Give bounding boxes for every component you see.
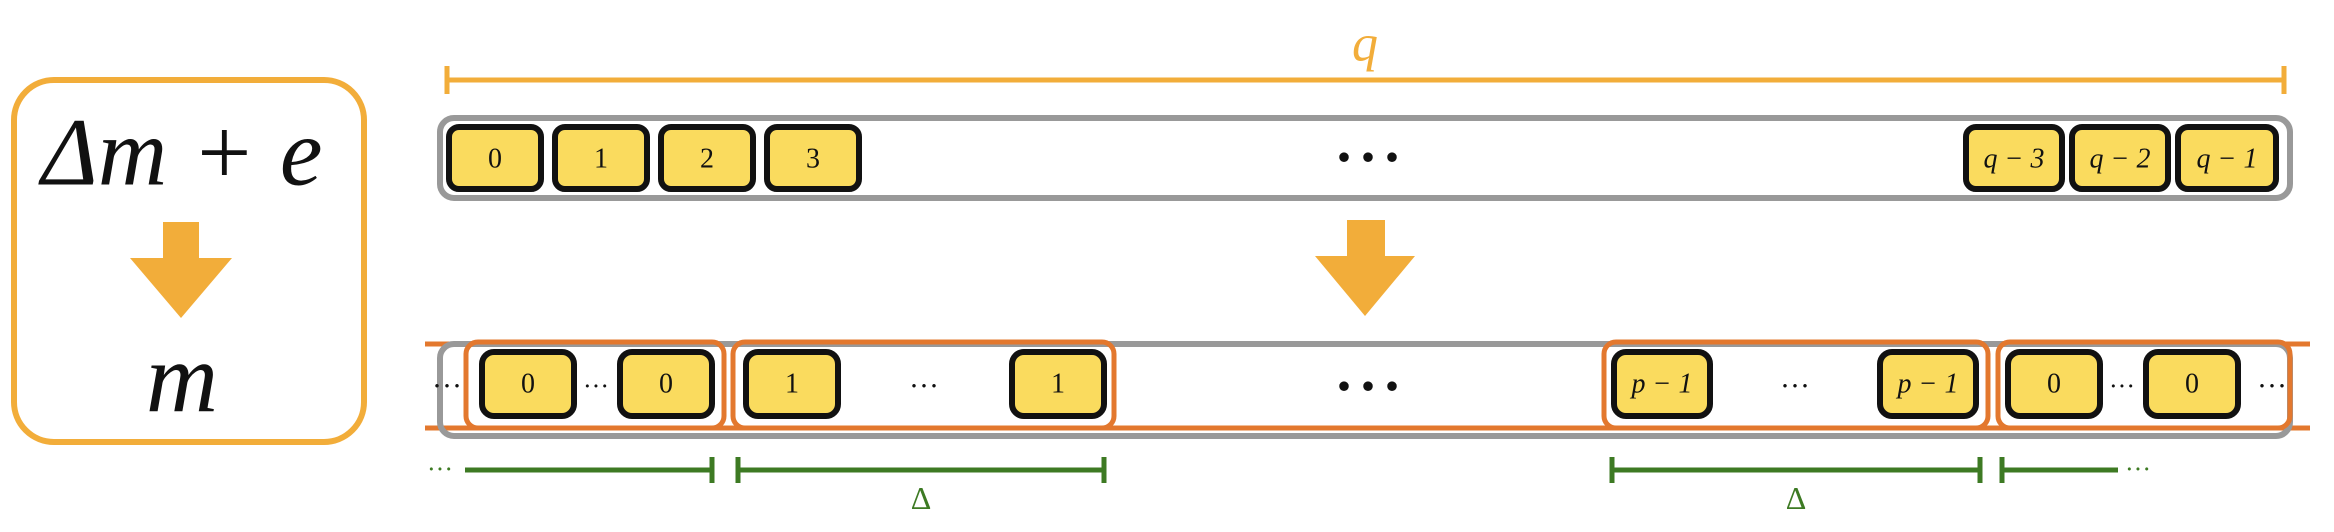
bottom-cell-label: 0 [521, 369, 535, 400]
group-frame [1601, 339, 1991, 431]
top-cell-q-minus-2: q − 2 [2069, 124, 2171, 192]
bottom-cell: 1 [743, 349, 841, 419]
legend-box: Δm + e m [11, 77, 367, 445]
top-cell-label: 0 [488, 144, 502, 175]
top-cell-label: 1 [594, 144, 608, 175]
group-mid-dots: ··· [909, 370, 939, 403]
top-cell-label: q − 3 [1984, 144, 2045, 175]
bottom-group-p-minus-1: p − 1 ··· p − 1 [1601, 339, 1991, 431]
top-cell-0: 0 [446, 124, 544, 192]
bottom-cell-label: 0 [659, 369, 673, 400]
q-span-label: q [1352, 16, 1378, 73]
top-row-frame [437, 115, 2293, 201]
top-cell-label: 2 [700, 144, 714, 175]
bottom-cell-label: p − 1 [1896, 369, 1959, 400]
bottom-group-0b: 0 ··· 0 [1995, 339, 2293, 431]
bottom-group-0a: 0 ··· 0 [463, 339, 727, 431]
legend-bottom-expression: m [146, 323, 218, 434]
bottom-cell-label: p − 1 [1630, 369, 1693, 400]
bottom-cell: 0 [479, 349, 577, 419]
group-mid-dots: ··· [1780, 370, 1810, 403]
top-row-ellipsis: • • • [1337, 135, 1399, 180]
measure-right-trail-dots: ··· [2125, 455, 2151, 484]
top-row: 0 1 2 3 • • • q − 3 q − 2 q − 1 [437, 115, 2293, 201]
top-cell-label: q − 1 [2197, 144, 2258, 175]
top-cell-q-minus-3: q − 3 [1963, 124, 2065, 192]
bottom-row: ··· 0 ··· 0 1 ··· 1 [425, 339, 2310, 439]
measure-left-trail-dots: ··· [427, 455, 453, 484]
bottom-cell: 0 [617, 349, 715, 419]
bottom-right-dots: ··· [2257, 370, 2287, 403]
group-frame [1995, 339, 2293, 431]
bottom-cell-label: 1 [785, 369, 799, 400]
bottom-cell: p − 1 [1877, 349, 1979, 419]
group-frame [463, 339, 727, 431]
bottom-cell-label: 0 [2047, 369, 2061, 400]
delta-measure-group-p-minus-1: Δ [1609, 457, 1983, 516]
group-mid-dots: ··· [583, 372, 609, 401]
bottom-cell: 1 [1009, 349, 1107, 419]
group-mid-dots: ··· [2109, 372, 2135, 401]
down-arrow-icon [130, 222, 232, 318]
q-span-measure: q [444, 16, 2287, 94]
top-cell-1: 1 [552, 124, 650, 192]
top-cell-q-minus-1: q − 1 [2175, 124, 2279, 192]
top-cell-label: q − 2 [2090, 144, 2151, 175]
legend-top-expression: Δm + e [37, 99, 322, 206]
bottom-cell-label: 1 [1051, 369, 1065, 400]
top-cell-3: 3 [764, 124, 862, 192]
delta-measure-group-1: Δ [735, 457, 1107, 516]
bottom-cell: p − 1 [1611, 349, 1713, 419]
top-cell-2: 2 [658, 124, 756, 192]
bottom-cell: 0 [2005, 349, 2103, 419]
delta-label: Δ [911, 480, 932, 516]
bottom-left-dots: ··· [432, 370, 462, 403]
bottom-group-1: 1 ··· 1 [730, 339, 1117, 431]
bottom-row-ellipsis: • • • [1337, 364, 1399, 409]
legend-frame [11, 77, 367, 445]
top-cell-label: 3 [806, 144, 820, 175]
delta-label: Δ [1786, 480, 1807, 516]
bottom-cell: 0 [2143, 349, 2241, 419]
group-frame [730, 339, 1117, 431]
down-arrow-icon [1315, 220, 1415, 316]
delta-measures: ··· Δ Δ ··· [427, 455, 2151, 517]
bottom-cell-label: 0 [2185, 369, 2199, 400]
